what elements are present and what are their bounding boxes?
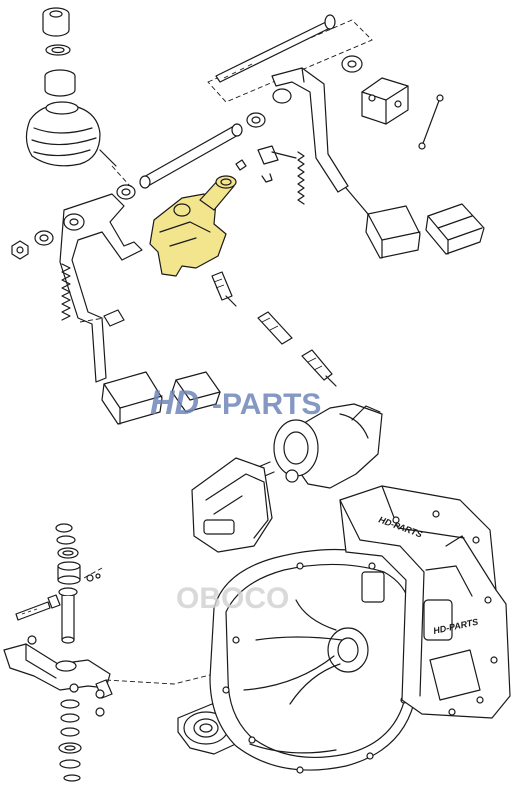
clutch-pedal-bushing xyxy=(34,230,54,246)
retaining-clip xyxy=(235,159,273,183)
bolt-callout-line xyxy=(83,567,103,579)
fork-small-clips xyxy=(27,573,101,645)
brake-switch[interactable] xyxy=(257,145,297,165)
reservoir-seal-ring xyxy=(45,44,71,56)
fork-bolt[interactable] xyxy=(15,594,61,621)
clutch-pedal-pad[interactable] xyxy=(101,371,163,425)
slave-cylinder-fitting xyxy=(301,349,337,387)
brake-pedal-arm[interactable] xyxy=(271,67,349,193)
reservoir-strainer xyxy=(44,69,76,97)
shaft-bushing-left xyxy=(116,184,136,200)
release-bearing-guide[interactable] xyxy=(191,457,273,553)
fork-ball-studs xyxy=(69,683,105,717)
fluid-reservoir[interactable] xyxy=(25,101,131,187)
transmission-case[interactable] xyxy=(339,485,511,719)
clutch-pedal-arm[interactable] xyxy=(59,193,143,383)
fork-callout-line xyxy=(105,673,215,685)
lower-washer-stack xyxy=(58,699,82,782)
clutch-pedal-nut xyxy=(11,240,29,260)
brake-pedal-spring xyxy=(297,151,305,205)
hydraulic-hose-segment xyxy=(257,311,293,345)
clutch-pedal-rubber xyxy=(171,371,221,413)
clutch-slave-cylinder[interactable] xyxy=(255,403,383,489)
clutch-master-cylinder[interactable] xyxy=(149,175,237,277)
clutch-pedal-spring xyxy=(61,263,71,321)
brake-pedal-pad[interactable] xyxy=(345,187,421,259)
pedal-shaft[interactable] xyxy=(139,123,243,189)
brake-pedal-bushing xyxy=(246,112,266,128)
cylinder-fitting xyxy=(211,271,237,307)
watermark-brand-mark: HD xyxy=(150,384,199,422)
reservoir-cap[interactable] xyxy=(42,7,70,37)
watermark-brand-text: -PARTS xyxy=(212,388,321,421)
clutch-release-fork[interactable] xyxy=(3,643,113,699)
clutch-bell-housing[interactable] xyxy=(209,548,421,774)
pedal-rubber-pad[interactable] xyxy=(425,203,485,255)
pivot-bolt-long[interactable] xyxy=(215,14,336,83)
pivot-bushing xyxy=(57,561,81,585)
brand-watermark: HD -PARTS xyxy=(150,384,321,422)
spring-pin-top xyxy=(418,94,444,150)
clutch-pedal-clevis xyxy=(79,309,125,327)
fork-pivot-pin[interactable] xyxy=(58,587,78,644)
pivot-washer-stack xyxy=(55,523,79,559)
pivot-bushing-right xyxy=(341,55,363,73)
pedal-bracket-top[interactable] xyxy=(361,77,409,125)
watermark-secondary: OBOCO xyxy=(176,582,289,615)
